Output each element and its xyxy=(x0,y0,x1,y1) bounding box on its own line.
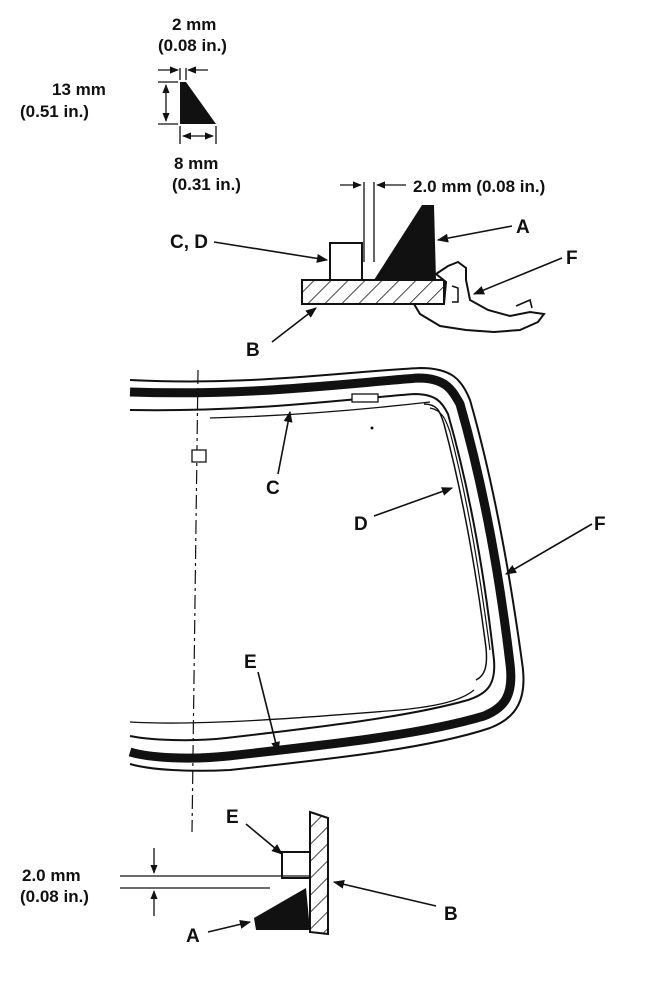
top-cross-section: 2.0 mm (0.08 in.) C, D A F B xyxy=(170,177,578,361)
callout-a-top: A xyxy=(516,217,530,238)
callout-e-window: E xyxy=(244,652,257,673)
molding-f xyxy=(412,260,546,334)
adhesive-dam-a-bottom xyxy=(254,888,310,930)
top-width-inch-label: (0.08 in.) xyxy=(158,36,227,55)
callout-a-bottom: A xyxy=(186,926,200,947)
spacer-strip-c xyxy=(209,401,431,419)
adhesive-dam-a xyxy=(374,205,436,280)
callout-f-top: F xyxy=(566,248,578,269)
callout-c-window: C xyxy=(266,478,280,499)
bottom-width-inch-label: (0.31 in.) xyxy=(172,175,241,194)
spacer-c-d xyxy=(329,242,363,281)
height-inch-label: (0.51 in.) xyxy=(20,102,89,121)
bottom-gap-inch-label: (0.08 in.) xyxy=(20,887,89,906)
callout-f-window: F xyxy=(594,514,606,535)
mirror-mount xyxy=(191,449,207,463)
spacer-strip-e xyxy=(129,689,475,724)
bottom-gap-label: 2.0 mm xyxy=(22,866,81,885)
callout-e-bottom: E xyxy=(226,807,239,828)
bottom-cross-section: E 2.0 mm (0.08 in.) B A xyxy=(20,807,458,947)
windshield-molding-f xyxy=(129,366,525,772)
windshield-view: C D F E xyxy=(128,366,606,833)
top-width-label: 2 mm xyxy=(172,15,216,34)
glass-section-b xyxy=(301,279,445,305)
glass-section-b-bottom xyxy=(309,810,329,936)
callout-d-window: D xyxy=(354,514,368,535)
callout-b-bottom: B xyxy=(444,904,458,925)
callout-c-d: C, D xyxy=(170,232,208,253)
dam-profile-shape xyxy=(180,82,216,124)
spacer-e xyxy=(281,851,311,879)
dam-profile-detail: 2 mm (0.08 in.) 13 mm (0.51 in.) 8 mm (0… xyxy=(20,15,241,194)
bottom-width-label: 8 mm xyxy=(174,154,218,173)
top-gap-label: 2.0 mm (0.08 in.) xyxy=(413,177,545,196)
height-label: 13 mm xyxy=(52,80,106,99)
center-line xyxy=(191,369,199,833)
callout-b-top: B xyxy=(246,340,260,361)
